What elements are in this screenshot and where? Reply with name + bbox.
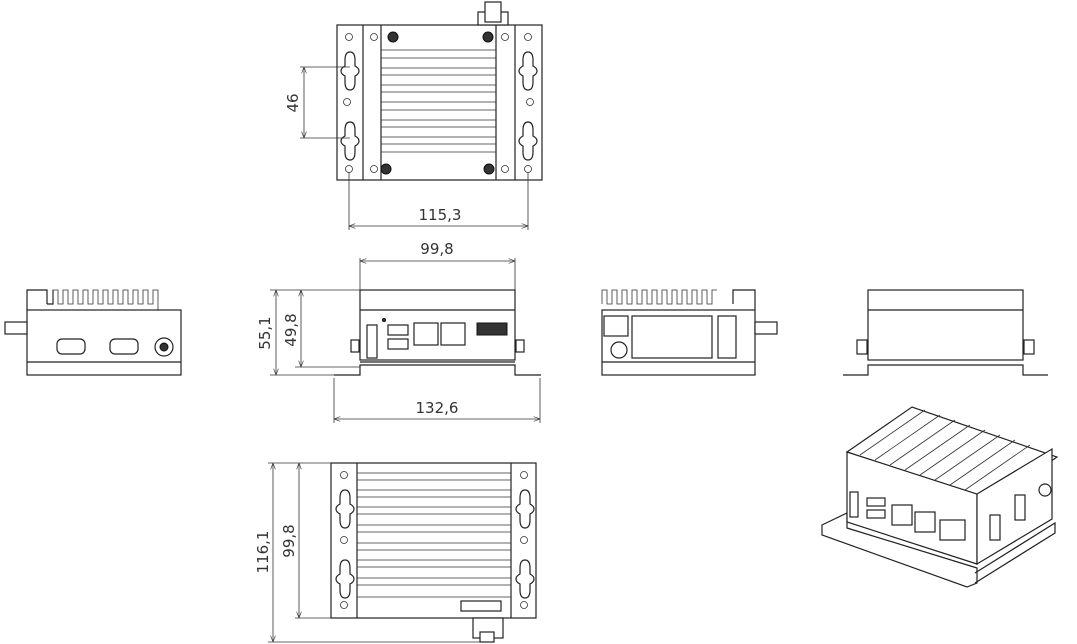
dim-front-body-width: 99,8 bbox=[420, 240, 453, 258]
right-side-view bbox=[843, 289, 1048, 376]
dim-front-body-height: 49,8 bbox=[282, 313, 300, 346]
bottom-view: 116,1 99,8 bbox=[254, 462, 537, 643]
dim-front-bracket-width: 132,6 bbox=[416, 399, 459, 417]
rear-view bbox=[601, 289, 778, 376]
dim-front-total-height: 55,1 bbox=[256, 316, 274, 349]
front-view: 99,8 55,1 49,8 132,6 bbox=[256, 240, 541, 423]
isometric-view bbox=[821, 406, 1059, 588]
dim-top-width: 115,3 bbox=[419, 206, 462, 224]
dim-bottom-total-depth: 116,1 bbox=[254, 531, 272, 574]
top-view: 46 115,3 bbox=[284, 1, 543, 230]
left-side-view bbox=[4, 289, 182, 376]
dim-bottom-body-depth: 99,8 bbox=[280, 524, 298, 557]
dim-top-mount-spacing: 46 bbox=[284, 93, 302, 112]
